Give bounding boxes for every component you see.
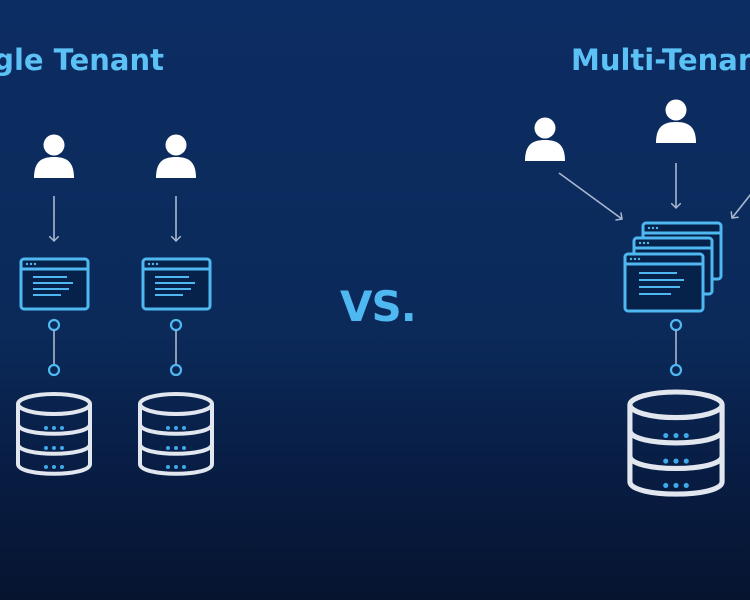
app-window-icon [623, 252, 705, 313]
connector-node-bottom [47, 363, 61, 377]
single-tenant-title: gle Tenant [0, 43, 164, 77]
connector-node-top [669, 318, 683, 332]
app-window-icon [141, 257, 212, 311]
arrow-icon [558, 172, 622, 219]
connector-node-bottom [169, 363, 183, 377]
user-icon [156, 134, 196, 178]
connector-node-top [47, 318, 61, 332]
database-icon [16, 392, 92, 476]
user-icon [656, 99, 696, 143]
single-tenant-stack-1 [16, 134, 92, 476]
database-icon [138, 392, 214, 476]
user-icon [34, 134, 74, 178]
app-window-icon [19, 257, 90, 311]
multi-tenant-title: Multi-Tenant [571, 43, 750, 77]
connector-node-bottom [669, 363, 683, 377]
app-window-stack [623, 221, 723, 313]
user-icon [525, 117, 565, 161]
arrow-icon [732, 193, 750, 218]
database-icon [630, 392, 722, 494]
multi-tenant-stack [525, 99, 750, 495]
versus-label: VS. [340, 282, 417, 331]
connector-node-top [169, 318, 183, 332]
single-tenant-stack-2 [138, 134, 214, 476]
